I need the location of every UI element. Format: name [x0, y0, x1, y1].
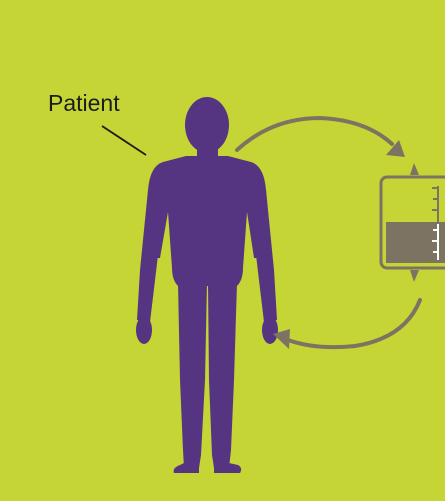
- patient-label: Patient: [48, 92, 120, 115]
